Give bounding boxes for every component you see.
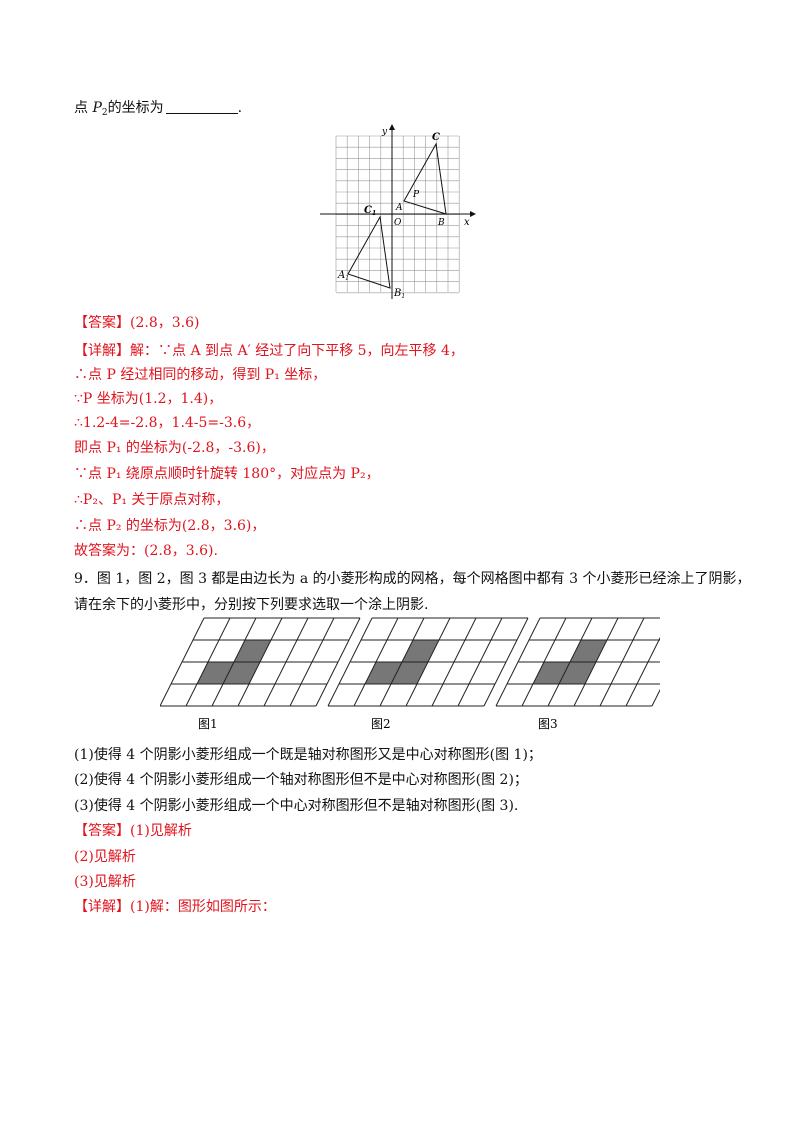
grid-col-line xyxy=(211,617,257,707)
question-9-line: 请在余下的小菱形中，分别按下列要求选取一个涂上阴影. xyxy=(74,597,429,613)
answer-q9: 【答案】(1)见解析 xyxy=(74,823,192,839)
point-c1-label: C1 xyxy=(364,205,376,217)
question-9-line: 9．图 1，图 2，图 3 都是由边长为 a 的小菱形构成的网格，每个网格图中都… xyxy=(74,571,751,587)
point-a1-label: A1 xyxy=(337,270,349,282)
origin-label: O xyxy=(394,218,402,228)
grid-col-line xyxy=(547,617,593,707)
x-axis-arrow xyxy=(470,211,476,217)
grid-col-line xyxy=(405,617,451,707)
figure-2-label: 图2 xyxy=(371,717,391,731)
question-tail: 点 P2的坐标为. xyxy=(74,99,243,118)
shaded-rhombus xyxy=(533,662,570,684)
figure-3-label: 图3 xyxy=(538,717,558,731)
answer-q9: (3)见解析 xyxy=(74,874,136,890)
shaded-rhombus xyxy=(570,640,607,662)
detail-line: 故答案为：(2.8，3.6). xyxy=(74,543,218,559)
requirement-line: (3)使得 4 个阴影小菱形组成一个中心对称图形但不是轴对称图形(图 3). xyxy=(74,798,519,814)
grid-col-line xyxy=(353,617,399,707)
point-b1-label: B1 xyxy=(393,288,405,300)
shaded-rhombus xyxy=(365,662,402,684)
shaded-rhombus xyxy=(559,662,596,684)
shaded-rhombus xyxy=(197,662,234,684)
point-c-label: C xyxy=(432,132,440,143)
y-axis-arrow xyxy=(389,124,395,130)
detail-line: ∵P 坐标为(1.2，1.4)， xyxy=(74,391,223,407)
detail-line: 即点 P₁ 的坐标为(-2.8，-3.6)， xyxy=(74,440,275,456)
grid-col-line xyxy=(263,617,309,707)
grid-col-line xyxy=(185,617,231,707)
grid-col-line xyxy=(237,617,283,707)
x-axis-label: x xyxy=(464,217,470,228)
requirement-line: (1)使得 4 个阴影小菱形组成一个既是轴对称图形又是中心对称图形(图 1)； xyxy=(74,747,542,763)
grid-col-line xyxy=(651,688,660,707)
detail-line: 【详解】解：∵点 A 到点 A′ 经过了向下平移 5，向左平移 4， xyxy=(74,343,464,359)
point-b-label: B xyxy=(437,218,445,228)
grid-col-line xyxy=(379,617,425,707)
figure-2 xyxy=(327,617,529,707)
grid-col-line xyxy=(289,617,335,707)
y-axis-label: y xyxy=(381,127,388,137)
figure-1 xyxy=(160,617,361,707)
detail-line: ∵点 P₁ 绕原点顺时针旋转 180°，对应点为 P₂， xyxy=(74,466,380,482)
shaded-rhombus xyxy=(223,662,260,684)
requirement-line: (2)使得 4 个阴影小菱形组成一个轴对称图形但不是中心对称图形(图 2)； xyxy=(74,772,528,788)
grid-col-line xyxy=(483,617,529,707)
detail-line: ∴P₂、P₁ 关于原点对称， xyxy=(74,492,230,508)
shaded-rhombus xyxy=(234,640,271,662)
grid-col-line xyxy=(625,636,660,707)
point-a-label: A xyxy=(395,203,403,213)
answer-q8: 【答案】(2.8，3.6) xyxy=(74,315,200,331)
triangle-abc xyxy=(403,142,447,215)
detail-line: ∴1.2-4=-2.8，1.4-5=-3.6， xyxy=(74,415,261,431)
figure-1-label: 图1 xyxy=(198,717,218,731)
triangle-a1b1c1 xyxy=(347,215,391,289)
grid-col-line xyxy=(457,617,503,707)
figure-3 xyxy=(495,617,660,707)
grid-col-line xyxy=(160,617,205,707)
coordinate-grid-figure: y x O A B C P C1 A1 B1 xyxy=(320,124,476,300)
rhombus-grid-figures: 图1 图2 图3 xyxy=(160,617,660,731)
shaded-rhombus xyxy=(402,640,439,662)
answer-blank xyxy=(165,99,238,114)
point-p-label: P xyxy=(412,190,420,200)
grid-col-line xyxy=(315,617,361,707)
grid-col-line xyxy=(521,617,567,707)
grid-col-line xyxy=(573,617,619,707)
detail-line: ∴点 P₂ 的坐标为(2.8，3.6)， xyxy=(74,518,266,534)
detail-q9: 【详解】(1)解：图形如图所示： xyxy=(74,899,276,915)
detail-line: ∴点 P 经过相同的移动，得到 P₁ 坐标， xyxy=(74,367,327,383)
answer-q9: (2)见解析 xyxy=(74,849,136,865)
grid-col-line xyxy=(599,617,645,707)
grid-col-line xyxy=(431,617,477,707)
grid-col-line xyxy=(495,617,541,707)
shaded-rhombus xyxy=(391,662,428,684)
grid-col-line xyxy=(327,617,373,707)
